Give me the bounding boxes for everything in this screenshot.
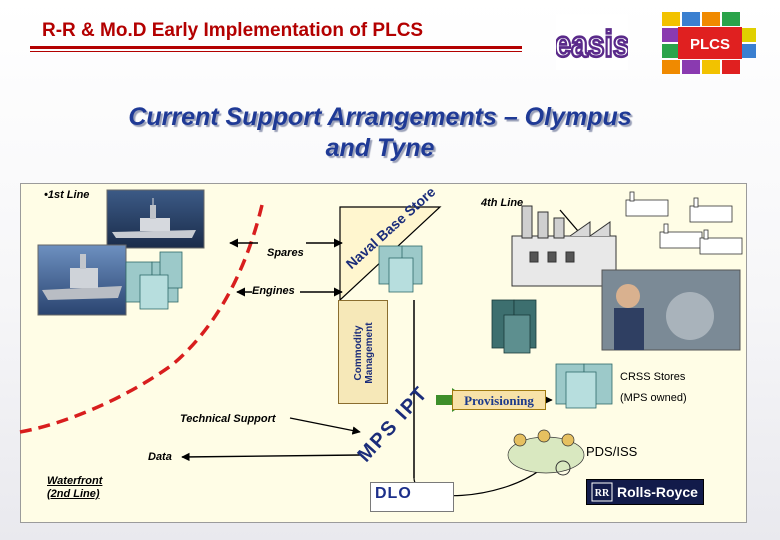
svg-text:PLCS: PLCS (690, 36, 730, 53)
waterfront-boundary (19, 204, 264, 434)
dlo-logo: DLO (370, 482, 454, 512)
slide-title-line1: Current Support Arrangements – Olympus (128, 103, 632, 131)
destroyer-photo (37, 244, 127, 316)
technical-support-label: Technical Support (180, 413, 276, 425)
depot-crates (491, 299, 537, 354)
easis-logo: easis (556, 14, 628, 70)
frigate-photo (106, 189, 205, 249)
header-title: R-R & Mo.D Early Implementation of PLCS (42, 20, 424, 41)
rr-badge-icon: RR (591, 482, 613, 502)
mps-owned-label: (MPS owned) (620, 392, 687, 404)
waterfront-line1: Waterfront (47, 475, 103, 487)
header-divider-thin (30, 51, 522, 52)
engines-label: Engines (252, 285, 295, 297)
rolls-royce-emblem (555, 460, 571, 476)
factory-icon (511, 205, 617, 287)
provisioning-box: Provisioning (452, 390, 546, 410)
slide-title: Current Support Arrangements – Olympus a… (80, 102, 680, 164)
waterfront-line2: (2nd Line) (47, 488, 100, 500)
svg-text:easis: easis (556, 23, 628, 65)
spares-label: Spares (267, 247, 304, 259)
spares-crates (125, 251, 183, 310)
technician-photo (601, 269, 741, 351)
data-label: Data (148, 451, 172, 463)
svg-text:RR: RR (595, 488, 610, 499)
crss-crates (555, 363, 613, 409)
first-line-label: •1st Line (44, 189, 90, 201)
naval-store-crates (378, 245, 423, 293)
plcs-logo: PLCS (662, 12, 756, 74)
commodity-management-box: Commodity Management (338, 300, 388, 404)
commodity-label-line1: Commodity (353, 325, 364, 381)
pds-iss-label: PDS/ISS (586, 444, 638, 459)
people-group-icon (507, 429, 585, 474)
waterfront-label: Waterfront (2nd Line) (47, 475, 102, 501)
commodity-label-line2: Management (364, 322, 375, 384)
rolls-royce-logo: RR Rolls-Royce (586, 479, 704, 505)
small-factory-icons (625, 191, 743, 255)
crss-stores-label: CRSS Stores (620, 371, 686, 383)
fourth-line-label: 4th Line (481, 197, 524, 209)
slide-title-line2: and Tyne (325, 134, 435, 162)
header-divider (30, 46, 522, 49)
